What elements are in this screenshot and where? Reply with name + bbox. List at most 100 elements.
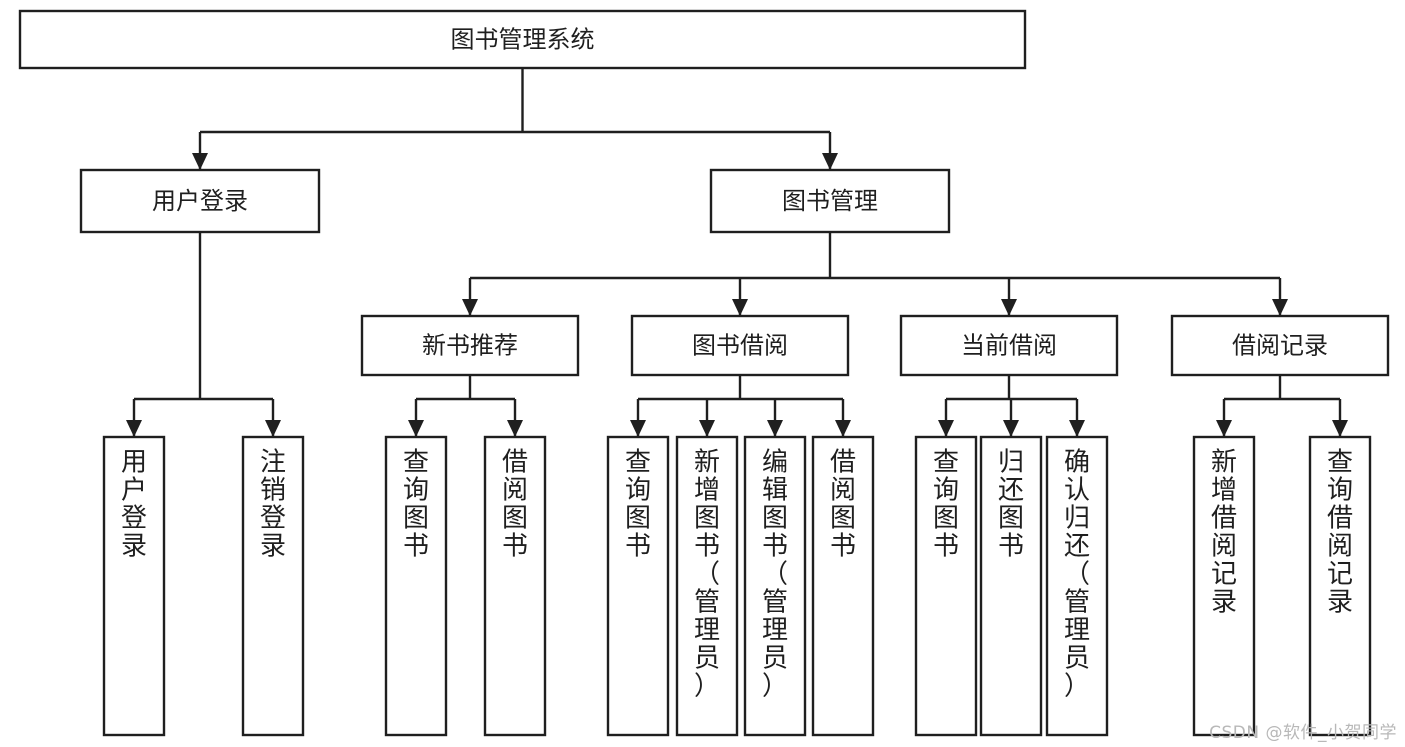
node-leaf-user-login[interactable]: 用户登录 — [102, 435, 166, 737]
node-label-leaf-confirm-return-char-6: 理 — [1064, 616, 1090, 646]
node-label-leaf-confirm-return-char-1: 认 — [1064, 476, 1090, 506]
node-label-leaf-user-login-char-2: 登 — [121, 504, 147, 534]
node-label-leaf-add-book-char-8: ） — [694, 672, 720, 702]
node-label-leaf-add-book-char-6: 理 — [694, 616, 720, 646]
node-borrow-record[interactable]: 借阅记录 — [1170, 314, 1390, 377]
node-label-leaf-query-book-borrow-char-0: 查 — [625, 448, 651, 478]
node-box-leaf-add-book — [675, 435, 739, 737]
node-label-leaf-query-book-current-char-3: 书 — [933, 532, 959, 562]
node-label-leaf-add-record-char-0: 新 — [1211, 448, 1237, 478]
node-label-leaf-borrow-book-rec-char-0: 借 — [502, 448, 528, 478]
arrow-head-user-login — [192, 153, 208, 170]
node-label-leaf-user-logout-char-1: 销 — [260, 476, 286, 506]
node-label-leaf-edit-book-char-7: 员 — [762, 644, 788, 674]
node-label-leaf-confirm-return-char-8: ） — [1064, 672, 1090, 702]
node-label-leaf-return-book-char-1: 还 — [998, 476, 1024, 506]
node-label-leaf-query-record-char-2: 借 — [1327, 504, 1353, 534]
node-label-leaf-confirm-return-char-3: 还 — [1064, 532, 1090, 562]
node-label-leaf-borrow-book-rec-char-1: 阅 — [502, 476, 528, 506]
node-label-leaf-confirm-return-char-2: 归 — [1064, 504, 1090, 534]
node-box-leaf-user-login — [102, 435, 166, 737]
node-label-leaf-edit-book-char-6: 理 — [762, 616, 788, 646]
node-box-current-borrow — [899, 314, 1119, 377]
node-label-borrow-record: 借阅记录 — [1232, 332, 1328, 360]
arrow-head-leaf-confirm-return — [1069, 420, 1085, 437]
node-label-current-borrow: 当前借阅 — [961, 332, 1057, 360]
node-label-leaf-confirm-return-char-4: （ — [1064, 560, 1090, 590]
node-box-new-book-recommend — [360, 314, 580, 377]
node-book-borrow[interactable]: 图书借阅 — [630, 314, 850, 377]
node-box-user-login — [79, 168, 321, 234]
node-box-leaf-borrow-book-rec — [483, 435, 547, 737]
arrow-head-current-borrow — [1001, 299, 1017, 316]
node-new-book-recommend[interactable]: 新书推荐 — [360, 314, 580, 377]
node-label-leaf-borrow-book-rec-char-2: 图 — [502, 504, 528, 534]
node-label-leaf-query-book-current-char-2: 图 — [933, 504, 959, 534]
node-label-leaf-user-login-char-1: 户 — [121, 476, 147, 506]
node-label-leaf-borrow-book-char-2: 图 — [830, 504, 856, 534]
node-root[interactable]: 图书管理系统 — [18, 9, 1027, 70]
node-current-borrow[interactable]: 当前借阅 — [899, 314, 1119, 377]
arrow-head-leaf-query-book-borrow — [630, 420, 646, 437]
node-box-leaf-user-logout — [241, 435, 305, 737]
node-box-leaf-add-record — [1192, 435, 1256, 737]
node-label-leaf-add-record-char-3: 阅 — [1211, 532, 1237, 562]
node-label-leaf-add-record-char-1: 增 — [1211, 476, 1237, 506]
node-label-leaf-add-record-char-4: 记 — [1211, 560, 1237, 590]
node-label-leaf-edit-book-char-1: 辑 — [762, 476, 788, 506]
node-label-leaf-borrow-book-char-3: 书 — [830, 532, 856, 562]
node-box-book-borrow — [630, 314, 850, 377]
node-label-leaf-edit-book-char-2: 图 — [762, 504, 788, 534]
node-label-leaf-user-login-char-3: 录 — [121, 532, 147, 562]
node-label-leaf-query-record-char-0: 查 — [1327, 448, 1353, 478]
arrow-head-leaf-add-record — [1216, 420, 1232, 437]
node-label-leaf-add-book-char-4: （ — [694, 560, 720, 590]
node-label-leaf-borrow-book-char-1: 阅 — [830, 476, 856, 506]
node-label-leaf-query-book-current-char-0: 查 — [933, 448, 959, 478]
node-label-leaf-query-book-rec-char-0: 查 — [403, 448, 429, 478]
node-box-leaf-query-book-borrow — [606, 435, 670, 737]
node-label-leaf-query-book-borrow-char-2: 图 — [625, 504, 651, 534]
arrow-head-leaf-user-logout — [265, 420, 281, 437]
node-label-leaf-query-book-borrow-char-1: 询 — [625, 476, 651, 506]
node-label-leaf-query-book-rec-char-3: 书 — [403, 532, 429, 562]
node-label-user-login: 用户登录 — [152, 187, 248, 215]
arrow-head-leaf-query-record — [1332, 420, 1348, 437]
node-box-leaf-query-record — [1308, 435, 1372, 737]
node-label-leaf-confirm-return-char-5: 管 — [1064, 588, 1090, 618]
arrow-head-leaf-user-login — [126, 420, 142, 437]
node-label-leaf-add-book-char-5: 管 — [694, 588, 720, 618]
node-box-leaf-edit-book — [743, 435, 807, 737]
node-box-borrow-record — [1170, 314, 1390, 377]
node-book-manage[interactable]: 图书管理 — [709, 168, 951, 234]
node-user-login[interactable]: 用户登录 — [79, 168, 321, 234]
nodes-layer: 图书管理系统用户登录图书管理新书推荐图书借阅当前借阅借阅记录用户登录注销登录查询… — [18, 9, 1390, 737]
node-label-leaf-add-book-char-0: 新 — [694, 448, 720, 478]
node-label-leaf-add-record-char-5: 录 — [1211, 588, 1237, 618]
node-box-book-manage — [709, 168, 951, 234]
node-label-book-manage: 图书管理 — [782, 187, 878, 215]
arrow-head-book-borrow — [732, 299, 748, 316]
node-label-leaf-add-record-char-2: 借 — [1211, 504, 1237, 534]
arrow-head-leaf-edit-book — [767, 420, 783, 437]
node-label-leaf-query-book-current-char-1: 询 — [933, 476, 959, 506]
csdn-watermark: CSDN @软件_小贺同学 — [1209, 723, 1397, 743]
node-box-leaf-confirm-return — [1045, 435, 1109, 737]
node-label-leaf-return-book-char-0: 归 — [998, 448, 1024, 478]
node-label-leaf-edit-book-char-5: 管 — [762, 588, 788, 618]
arrow-head-leaf-add-book — [699, 420, 715, 437]
node-label-leaf-add-book-char-1: 增 — [694, 476, 720, 506]
